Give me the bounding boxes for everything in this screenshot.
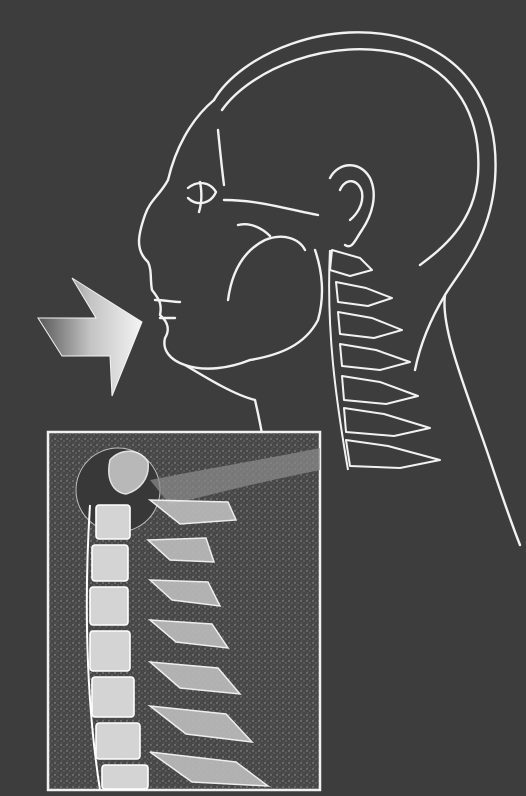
inner-skull-line <box>222 49 478 265</box>
cervical-spine <box>329 250 440 470</box>
neck-back <box>415 295 445 370</box>
face-profile <box>139 100 250 369</box>
arrow-icon <box>38 278 142 396</box>
xray-inset <box>48 432 320 790</box>
jaw-line <box>250 250 322 360</box>
ear-icon <box>330 165 374 246</box>
